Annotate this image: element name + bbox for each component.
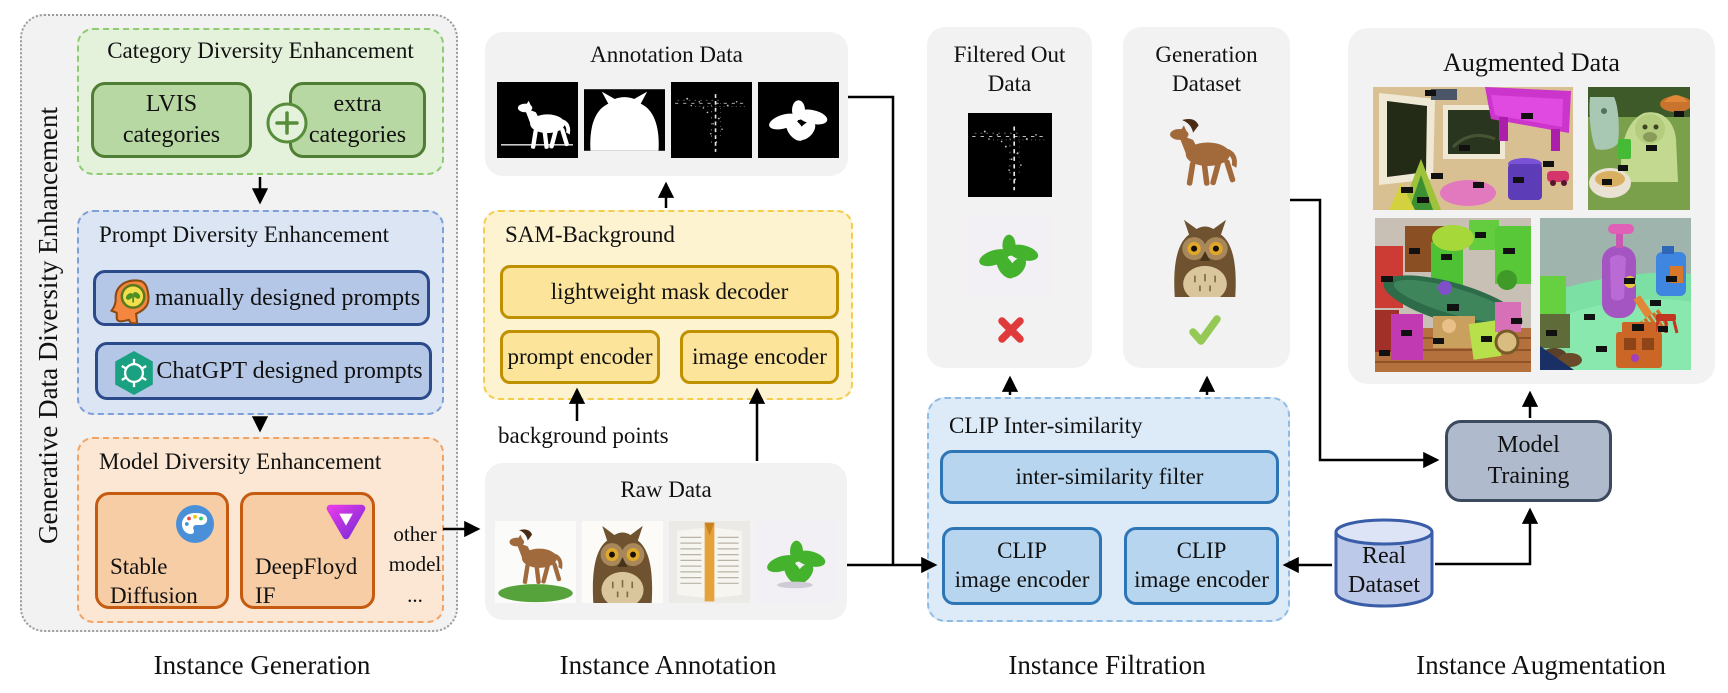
deepfloyd-triangle-icon bbox=[323, 501, 369, 543]
image-encoder-label: image encoder bbox=[692, 344, 827, 369]
prompt-diversity-title: Prompt Diversity Enhancement bbox=[99, 222, 389, 247]
intersimilarity-filter-box: inter-similarity filter bbox=[940, 450, 1279, 504]
stable-diffusion-line2: Diffusion bbox=[110, 582, 198, 608]
category-diversity-title: Category Diversity Enhancement bbox=[107, 38, 414, 63]
generation-dataset-line2: Dataset bbox=[1172, 70, 1241, 96]
gen-owl-image bbox=[1173, 219, 1237, 297]
model-diversity-box: Model Diversity Enhancement Stable Diffu… bbox=[77, 437, 444, 623]
model-diversity-title: Model Diversity Enhancement bbox=[99, 449, 382, 474]
deepfloyd-box: DeepFloyd IF bbox=[240, 492, 375, 609]
filtered-out-line1: Filtered Out bbox=[953, 42, 1066, 67]
other-model-line2: model bbox=[388, 552, 442, 577]
background-points-label: background points bbox=[498, 423, 669, 448]
real-dataset-line1: Real bbox=[1362, 543, 1406, 569]
model-training-line1: Model bbox=[1497, 431, 1560, 458]
mask-noise-image bbox=[671, 82, 752, 158]
clip-intersimilarity-title: CLIP Inter-similarity bbox=[949, 413, 1143, 438]
stable-diffusion-line1: Stable bbox=[110, 554, 168, 579]
stage-label-instance-generation: Instance Generation bbox=[153, 650, 371, 680]
database-icon bbox=[1332, 516, 1436, 610]
line-annotationdata-down bbox=[848, 95, 895, 564]
mask-leaf-image bbox=[758, 82, 839, 158]
prompt-encoder-box: prompt encoder bbox=[500, 330, 660, 384]
clip-enc1-line1: CLIP bbox=[997, 538, 1047, 564]
generation-dataset-panel: Generation Dataset bbox=[1123, 27, 1290, 368]
augmented-data-title: Augmented Data bbox=[1443, 48, 1620, 77]
other-model-note: other model ... bbox=[387, 519, 443, 610]
raw-book-image bbox=[669, 521, 750, 603]
generation-dataset-line1: Generation bbox=[1155, 42, 1258, 67]
stable-diffusion-box: Stable Diffusion bbox=[95, 492, 229, 609]
plus-icon bbox=[265, 101, 309, 145]
mask-owl-image bbox=[584, 89, 665, 151]
filtered-mask-image bbox=[968, 113, 1052, 197]
model-training-line2: Training bbox=[1487, 463, 1570, 489]
intersimilarity-filter-label: inter-similarity filter bbox=[1015, 464, 1204, 489]
mask-decoder-label: lightweight mask decoder bbox=[550, 279, 789, 304]
stage-label-instance-augmentation: Instance Augmentation bbox=[1416, 650, 1666, 680]
clip-intersimilarity-box: CLIP Inter-similarity inter-similarity f… bbox=[927, 397, 1290, 622]
check-icon bbox=[1189, 315, 1221, 345]
clip-enc1-line2: image encoder bbox=[954, 567, 1090, 592]
clip-enc2-line2: image encoder bbox=[1134, 567, 1269, 592]
gdde-rotated-title-text: Generative Data Diversity Enhancement bbox=[33, 106, 64, 544]
manual-prompts-label: manually designed prompts bbox=[154, 284, 421, 311]
clip-image-encoder-right-box: CLIP image encoder bbox=[1124, 527, 1279, 605]
raw-data-panel: Raw Data bbox=[485, 463, 847, 620]
chatgpt-icon bbox=[114, 350, 154, 396]
other-model-line1: other bbox=[393, 522, 437, 546]
augmented-image-table bbox=[1540, 218, 1691, 370]
annotation-data-panel: Annotation Data bbox=[485, 32, 848, 176]
sam-background-box: SAM-Background lightweight mask decoder … bbox=[483, 210, 853, 400]
mask-horse-image bbox=[497, 82, 578, 158]
augmented-image-room bbox=[1373, 87, 1573, 210]
raw-owl-image bbox=[582, 521, 663, 603]
augmented-image-dog bbox=[1588, 87, 1690, 210]
lvis-line2: categories bbox=[122, 122, 221, 148]
augmented-data-panel: Augmented Data bbox=[1348, 28, 1715, 384]
arrow-realdataset-to-training bbox=[1435, 507, 1539, 566]
stage-label-instance-annotation: Instance Annotation bbox=[559, 650, 777, 680]
extra-line2: categories bbox=[308, 122, 407, 148]
filtered-out-line2: Data bbox=[987, 70, 1032, 96]
deepfloyd-line1: DeepFloyd bbox=[255, 554, 358, 579]
lvis-categories-box: LVIS categories bbox=[91, 82, 252, 158]
extra-line1: extra bbox=[333, 90, 382, 117]
chatgpt-prompts-label: ChatGPT designed prompts bbox=[156, 357, 423, 384]
stage-label-instance-filtration: Instance Filtration bbox=[1008, 650, 1206, 680]
deepfloyd-line2: IF bbox=[255, 582, 276, 608]
mask-decoder-box: lightweight mask decoder bbox=[500, 265, 839, 319]
gdde-rotated-title: Generative Data Diversity Enhancement bbox=[22, 95, 76, 555]
real-dataset-label: Real Dataset bbox=[1332, 542, 1436, 600]
prompt-encoder-label: prompt encoder bbox=[507, 344, 653, 369]
clip-image-encoder-left-box: CLIP image encoder bbox=[942, 527, 1102, 605]
filtered-out-panel: Filtered Out Data bbox=[927, 27, 1092, 368]
gen-horse-image bbox=[1170, 118, 1237, 187]
filtered-mint-image bbox=[968, 215, 1050, 297]
raw-horse-image bbox=[495, 521, 576, 603]
annotation-data-title: Annotation Data bbox=[590, 42, 743, 67]
prompt-diversity-box: Prompt Diversity Enhancement manually de… bbox=[77, 210, 444, 415]
category-diversity-box: Category Diversity Enhancement LVIS cate… bbox=[77, 28, 444, 175]
cross-icon bbox=[997, 316, 1025, 344]
palette-icon bbox=[176, 505, 214, 543]
raw-mint-image bbox=[756, 521, 837, 603]
chatgpt-prompts-box: ChatGPT designed prompts bbox=[95, 342, 432, 400]
other-model-line3: ... bbox=[407, 582, 423, 607]
lvis-line1: LVIS bbox=[145, 90, 198, 117]
image-encoder-box: image encoder bbox=[680, 330, 839, 384]
extra-categories-box: extra categories bbox=[289, 82, 426, 158]
real-dataset-line2: Dataset bbox=[1348, 571, 1420, 598]
head-prompt-icon bbox=[110, 277, 152, 324]
clip-enc2-line1: CLIP bbox=[1176, 538, 1227, 564]
model-training-box: Model Training bbox=[1445, 420, 1612, 502]
sam-background-title: SAM-Background bbox=[505, 222, 675, 247]
raw-data-title: Raw Data bbox=[620, 477, 712, 502]
augmented-image-kitchen bbox=[1375, 218, 1531, 372]
manual-prompts-box: manually designed prompts bbox=[93, 270, 430, 326]
